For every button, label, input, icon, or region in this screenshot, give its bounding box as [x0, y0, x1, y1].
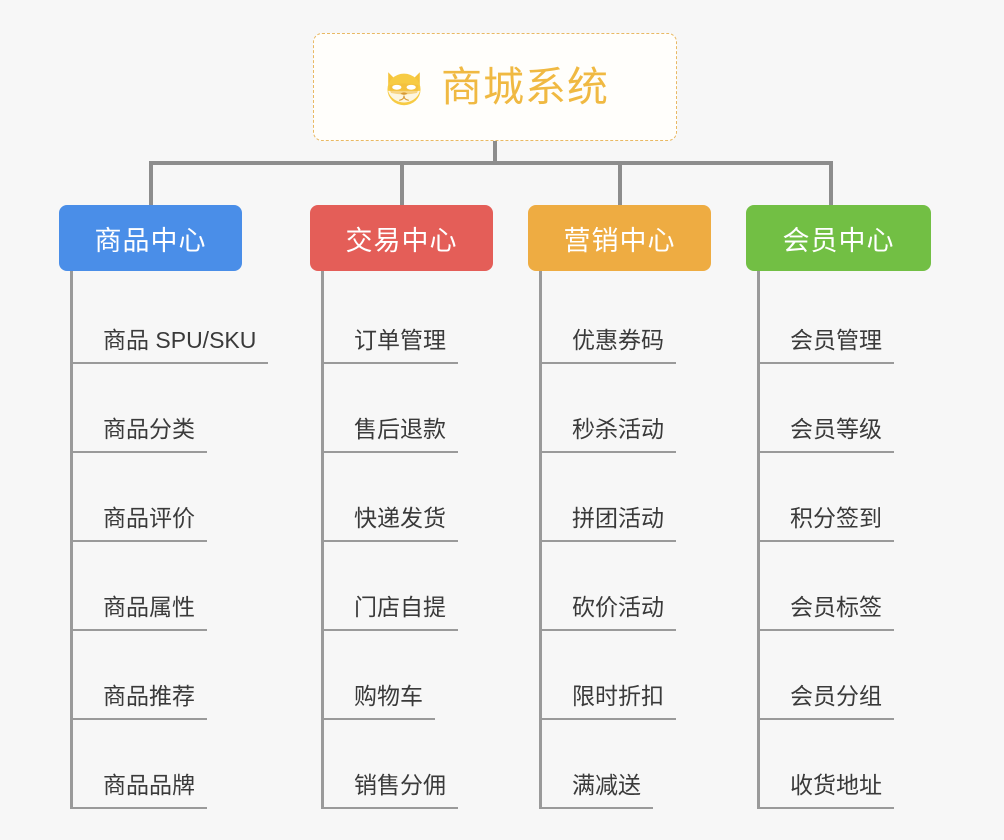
- branch-column-3: 营销中心 优惠券码 秒杀活动 拼团活动 砍价活动 限时折扣 满减送: [528, 205, 728, 809]
- list-item[interactable]: 订单管理: [324, 275, 510, 364]
- list-item[interactable]: 会员管理: [760, 275, 946, 364]
- list-item[interactable]: 商品品牌: [73, 720, 297, 809]
- list-item[interactable]: 快递发货: [324, 453, 510, 542]
- branch-items-1: 商品 SPU/SKU 商品分类 商品评价 商品属性 商品推荐 商品品牌: [70, 271, 297, 809]
- list-item[interactable]: 门店自提: [324, 542, 510, 631]
- list-item[interactable]: 商品属性: [73, 542, 297, 631]
- list-item-label: 商品 SPU/SKU: [73, 329, 269, 364]
- list-item-label: 收货地址: [760, 774, 894, 809]
- list-item-label: 砍价活动: [542, 596, 676, 631]
- list-item-label: 商品分类: [73, 418, 207, 453]
- list-item-label: 满减送: [542, 774, 653, 809]
- list-item[interactable]: 砍价活动: [542, 542, 728, 631]
- root-title: 商城系统: [441, 63, 609, 110]
- branch-header-2[interactable]: 交易中心: [310, 205, 493, 271]
- list-item-label: 优惠券码: [542, 329, 676, 364]
- list-item[interactable]: 限时折扣: [542, 631, 728, 720]
- list-item[interactable]: 商品 SPU/SKU: [73, 275, 297, 364]
- branch-column-2: 交易中心 订单管理 售后退款 快递发货 门店自提 购物车 销售分佣: [310, 205, 510, 809]
- connector-drop-4: [829, 161, 833, 205]
- branch-header-4[interactable]: 会员中心: [746, 205, 931, 271]
- branch-header-3[interactable]: 营销中心: [528, 205, 711, 271]
- list-item-label: 快递发货: [324, 507, 458, 542]
- list-item[interactable]: 购物车: [324, 631, 510, 720]
- list-item-label: 会员等级: [760, 418, 894, 453]
- list-item[interactable]: 收货地址: [760, 720, 946, 809]
- list-item[interactable]: 售后退款: [324, 364, 510, 453]
- connector-drop-1: [149, 161, 153, 205]
- branch-items-3: 优惠券码 秒杀活动 拼团活动 砍价活动 限时折扣 满减送: [539, 271, 728, 809]
- list-item[interactable]: 商品推荐: [73, 631, 297, 720]
- list-item-label: 会员管理: [760, 329, 894, 364]
- list-item-label: 订单管理: [324, 329, 458, 364]
- list-item[interactable]: 满减送: [542, 720, 728, 809]
- connector-drop-2: [400, 161, 404, 205]
- connector-stem: [493, 141, 497, 164]
- list-item-label: 会员分组: [760, 685, 894, 720]
- list-item[interactable]: 商品分类: [73, 364, 297, 453]
- list-item-label: 商品评价: [73, 507, 207, 542]
- list-item[interactable]: 商品评价: [73, 453, 297, 542]
- list-item[interactable]: 拼团活动: [542, 453, 728, 542]
- branch-column-1: 商品中心 商品 SPU/SKU 商品分类 商品评价 商品属性 商品推荐 商品品牌: [59, 205, 297, 809]
- branch-header-1[interactable]: 商品中心: [59, 205, 242, 271]
- list-item-label: 购物车: [324, 685, 435, 720]
- root-node[interactable]: 商城系统: [313, 33, 677, 141]
- branch-items-2: 订单管理 售后退款 快递发货 门店自提 购物车 销售分佣: [321, 271, 510, 809]
- connector-horizontal-bar: [149, 161, 833, 165]
- connector-drop-3: [618, 161, 622, 205]
- list-item[interactable]: 秒杀活动: [542, 364, 728, 453]
- list-item-label: 会员标签: [760, 596, 894, 631]
- list-item-label: 门店自提: [324, 596, 458, 631]
- list-item-label: 秒杀活动: [542, 418, 676, 453]
- list-item[interactable]: 会员标签: [760, 542, 946, 631]
- list-item-label: 限时折扣: [542, 685, 676, 720]
- list-item-label: 售后退款: [324, 418, 458, 453]
- list-item[interactable]: 优惠券码: [542, 275, 728, 364]
- branch-column-4: 会员中心 会员管理 会员等级 积分签到 会员标签 会员分组 收货地址: [746, 205, 946, 809]
- list-item-label: 积分签到: [760, 507, 894, 542]
- shiba-dog-face-icon: [387, 72, 421, 106]
- list-item-label: 拼团活动: [542, 507, 676, 542]
- list-item[interactable]: 销售分佣: [324, 720, 510, 809]
- branch-items-4: 会员管理 会员等级 积分签到 会员标签 会员分组 收货地址: [757, 271, 946, 809]
- list-item[interactable]: 会员分组: [760, 631, 946, 720]
- list-item-label: 商品推荐: [73, 685, 207, 720]
- list-item-label: 销售分佣: [324, 774, 458, 809]
- list-item-label: 商品品牌: [73, 774, 207, 809]
- list-item-label: 商品属性: [73, 596, 207, 631]
- list-item[interactable]: 会员等级: [760, 364, 946, 453]
- list-item[interactable]: 积分签到: [760, 453, 946, 542]
